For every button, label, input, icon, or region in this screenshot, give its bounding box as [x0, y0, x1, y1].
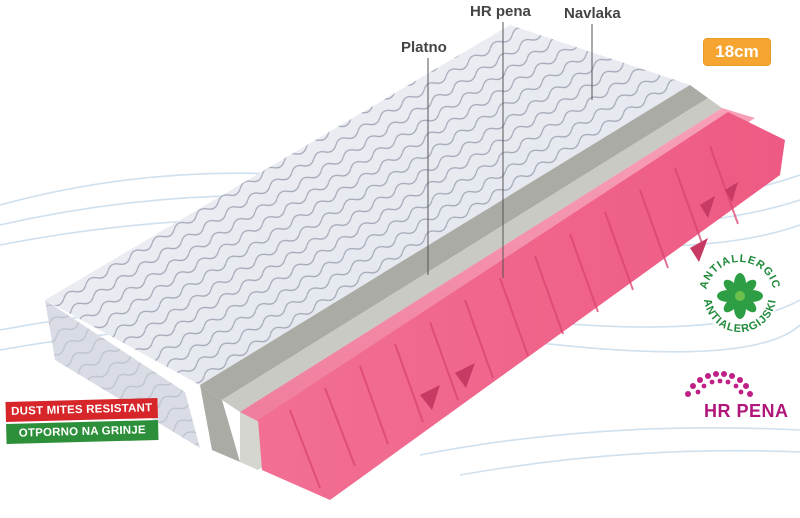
label-hr-pena: HR pena: [470, 3, 531, 20]
green-flower-icon: [717, 273, 763, 319]
label-navlaka: Navlaka: [564, 5, 621, 22]
callout-lines: [427, 22, 593, 278]
size-unit: cm: [734, 42, 759, 61]
hr-pena-logo-text: HR PENA: [704, 401, 789, 421]
foam-notches: [420, 182, 738, 410]
antiallergic-badge: [701, 257, 779, 335]
dust-mites-badge: DUST MITES RESISTANT OTPORNO NA GRINJE: [5, 398, 159, 444]
dust-badge-line2: OTPORNO NA GRINJE: [6, 420, 159, 444]
dust-badge-line1: DUST MITES RESISTANT: [5, 398, 158, 422]
foam-ridges: [289, 145, 739, 489]
foam-front: [258, 112, 785, 500]
dotted-arc-icon: [685, 371, 753, 397]
size-value: 18: [715, 42, 735, 61]
fabric-band: [200, 85, 708, 400]
label-platno: Platno: [401, 39, 447, 56]
size-badge: 18cm: [703, 38, 771, 66]
